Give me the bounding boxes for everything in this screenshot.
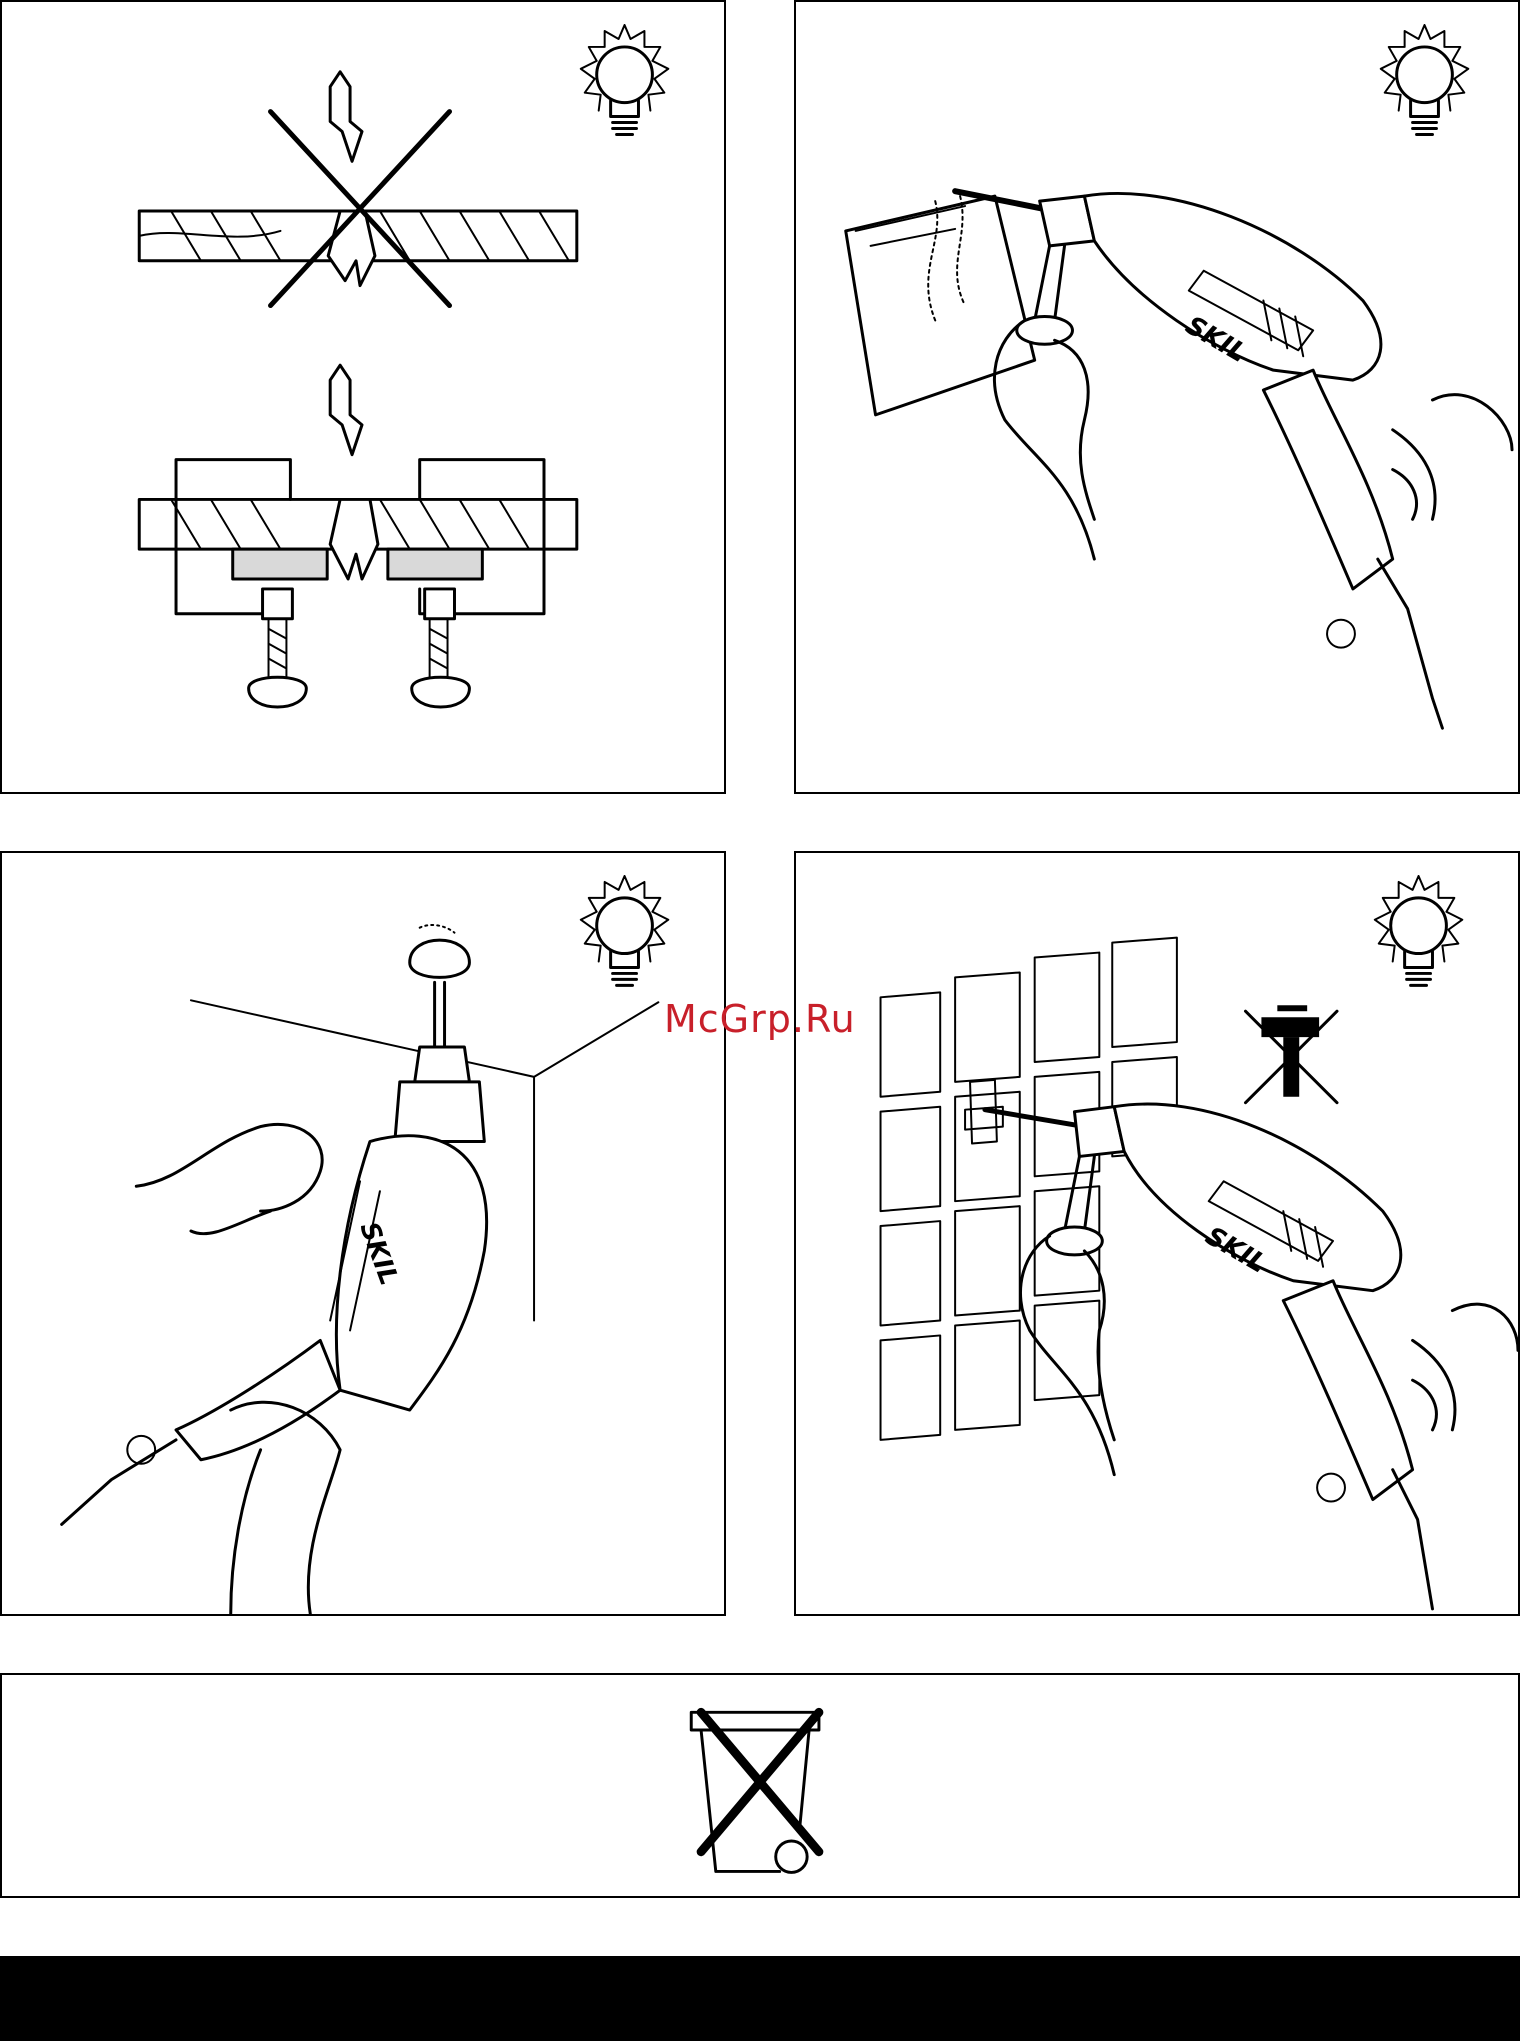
panel-drill-ceiling: SKIL [0, 851, 726, 1616]
lightbulb-icon [581, 25, 669, 134]
drill: SKIL [985, 1104, 1433, 1609]
dust-cup [410, 925, 470, 1047]
lightbulb-icon [1375, 876, 1463, 985]
drill: SKIL [955, 191, 1442, 728]
drill-dust-bag-illustration: SKIL [796, 2, 1518, 792]
disposal-illustration [2, 1675, 1518, 1896]
right-hand [1413, 1304, 1518, 1430]
drill-ceiling-illustration: SKIL [2, 853, 724, 1614]
panel-clamp-workpiece [0, 0, 726, 794]
tile-grid [881, 938, 1177, 1440]
dust-bag [846, 196, 1035, 415]
panel-drill-with-dust-bag: SKIL [794, 0, 1520, 794]
left-hand [136, 1124, 322, 1233]
footer-bar [0, 1956, 1520, 2041]
drill: SKIL [62, 1047, 487, 1524]
lightbulb-icon [581, 876, 669, 985]
clamp-illustration [2, 2, 724, 792]
panel-drill-tiles: SKIL [794, 851, 1520, 1616]
drill-tiles-illustration: SKIL [796, 853, 1518, 1614]
crossed-out-wheelie-bin-icon [691, 1712, 819, 1872]
lightbulb-icon [1381, 25, 1469, 134]
panel-disposal [0, 1673, 1520, 1898]
no-hammer-icon [1246, 1005, 1337, 1102]
right-hand [1393, 395, 1512, 520]
clamped-workpiece [139, 365, 577, 707]
watermark: McGrp.Ru [664, 997, 856, 1041]
unclamped-workpiece [139, 72, 577, 306]
